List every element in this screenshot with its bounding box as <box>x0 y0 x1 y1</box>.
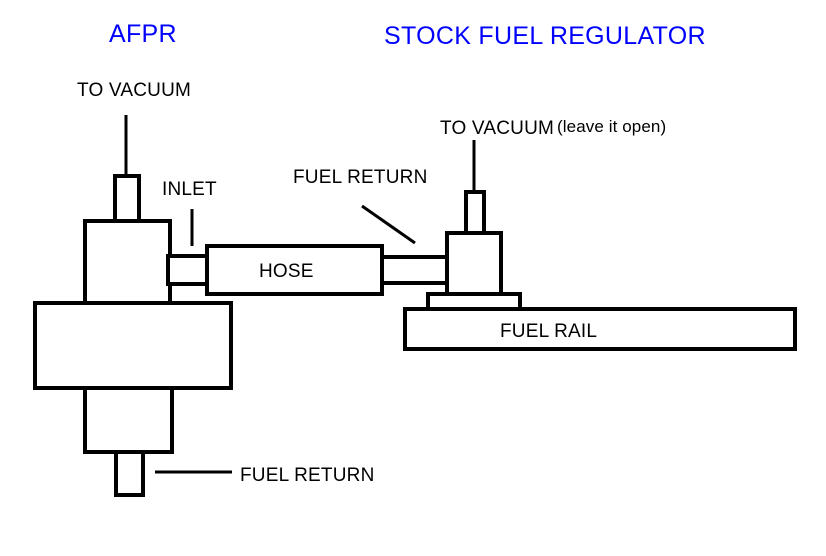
label-stock-vacuum-note: (leave it open) <box>557 117 666 136</box>
label-hose: HOSE <box>259 261 314 282</box>
title-stock-fuel-regulator: STOCK FUEL REGULATOR <box>384 22 706 50</box>
afpr-upper-body <box>83 219 172 305</box>
label-afpr-vacuum: TO VACUUM <box>77 80 191 101</box>
label-afpr-fuel-return: FUEL RETURN <box>240 465 375 486</box>
label-hose-fuel-return: FUEL RETURN <box>293 167 428 188</box>
label-afpr-inlet: INLET <box>162 179 217 200</box>
label-stock-vacuum: TO VACUUM <box>440 118 554 139</box>
afpr-mid-body <box>33 301 233 390</box>
label-fuel-rail: FUEL RAIL <box>500 321 597 342</box>
hose-body <box>205 244 384 296</box>
hose-fuel-return-leader-line <box>361 204 416 245</box>
fuel-rail-body <box>403 307 797 351</box>
afpr-lower-stem <box>83 386 174 454</box>
afpr-inlet-stub <box>166 254 211 286</box>
title-afpr: AFPR <box>109 20 177 48</box>
afpr-return-nipple <box>114 450 145 497</box>
